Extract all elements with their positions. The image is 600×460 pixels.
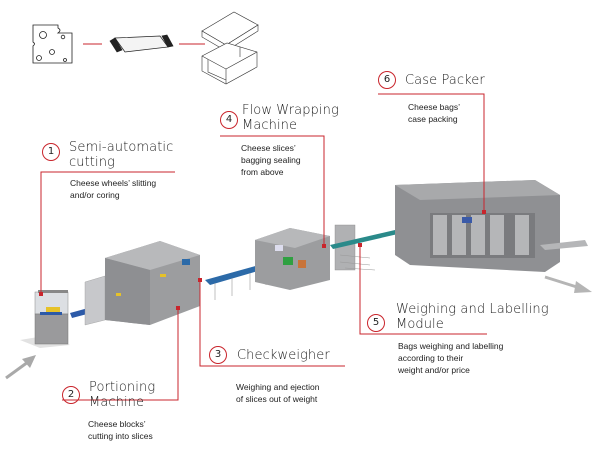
description-line: case packing [408,114,458,124]
station-number-badge: 6 [378,71,396,89]
station-title-line: Semi-automatic [69,140,174,155]
description-line: from above [241,167,284,177]
station-description: Cheese wheels’ slitting and/or coring [70,177,156,201]
station-title-line: Case Packer [405,73,485,88]
machine-flow-wrapper [255,228,330,290]
leader-dots [39,210,486,310]
station-title: Flow Wrapping Machine [242,103,339,133]
leader-lines [40,93,487,401]
description-line: Bags weighing and labelling [398,341,504,351]
description-line: and/or coring [70,190,120,200]
shipping-case-icon [201,11,259,85]
machine-semi-automatic-cutter [20,290,70,348]
station-number-badge: 5 [367,314,385,332]
machine-portioning [70,241,200,326]
station-title-line: Module [396,317,444,332]
station-description: Bags weighing and labelling according to… [398,340,503,376]
description-line: according to their [398,353,464,363]
machine-weighing-labelling [330,224,398,271]
station-title-line: Portioning [89,380,156,395]
station-title-line: cutting [69,155,115,170]
station-title-line: Machine [89,395,145,410]
station-title: Weighing and Labelling Module [396,302,549,332]
cheese-bag-icon [109,34,174,53]
station-title: Case Packer [405,73,485,88]
station-description: Cheese blocks’ cutting into slices [88,418,153,442]
description-line: of slices out of weight [236,394,318,404]
description-line: Cheese wheels’ slitting [70,178,157,188]
station-number-badge: 2 [62,386,80,404]
description-line: Cheese slices’ [241,143,296,153]
machine-case-packer [395,180,588,272]
station-title-line: Checkweigher [237,348,330,363]
station-title: Portioning Machine [89,380,155,410]
station-description: Cheese bags’ case packing [408,101,460,125]
station-number-badge: 3 [209,346,227,364]
description-line: bagging sealing [241,155,301,165]
description-line: Cheese bags’ [408,102,460,112]
description-line: Weighing and ejection [236,382,320,392]
output-arrow [544,275,592,293]
description-line: weight and/or price [398,365,470,375]
station-number-badge: 1 [42,143,60,161]
station-description: Weighing and ejection of slices out of w… [236,381,320,405]
cheese-block-icon [32,24,73,64]
station-title-line: Weighing and Labelling [396,302,549,317]
station-title: Checkweigher [237,348,330,363]
station-description: Cheese slices’ bagging sealing from abov… [241,142,301,178]
station-title: Semi-automatic cutting [69,140,173,170]
station-title-line: Flow Wrapping [242,103,339,118]
station-title-line: Machine [242,118,298,133]
description-line: cutting into slices [88,431,153,441]
station-number-badge: 4 [220,111,238,129]
input-arrow [5,355,36,380]
description-line: Cheese blocks’ [88,419,146,429]
